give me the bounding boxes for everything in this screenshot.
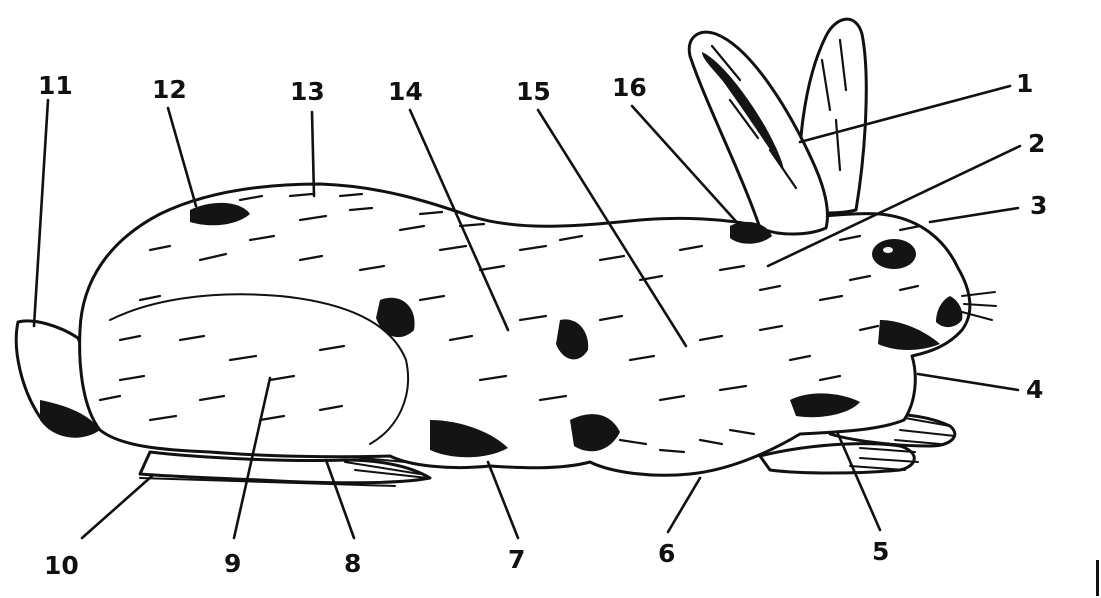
label-3: 3 <box>1030 191 1047 220</box>
label-12: 12 <box>152 75 187 104</box>
leader-6 <box>668 478 700 532</box>
eye <box>872 239 916 269</box>
label-4: 4 <box>1026 375 1043 404</box>
leader-4 <box>918 374 1018 390</box>
leader-11 <box>34 100 48 326</box>
body <box>80 184 970 475</box>
leader-7 <box>488 462 518 538</box>
label-15: 15 <box>516 77 551 106</box>
label-8: 8 <box>344 549 361 578</box>
label-2: 2 <box>1028 129 1045 158</box>
label-7: 7 <box>508 545 525 574</box>
label-1: 1 <box>1016 69 1033 98</box>
label-9: 9 <box>224 549 241 578</box>
label-16: 16 <box>612 73 647 102</box>
label-14: 14 <box>388 77 423 106</box>
label-11: 11 <box>38 71 73 100</box>
label-6: 6 <box>658 539 675 568</box>
leader-10 <box>82 476 152 538</box>
label-5: 5 <box>872 537 889 566</box>
label-10: 10 <box>44 551 79 580</box>
label-13: 13 <box>290 77 325 106</box>
leader-3 <box>930 208 1018 222</box>
leader-12 <box>168 108 196 206</box>
edge-mark <box>1096 560 1099 596</box>
